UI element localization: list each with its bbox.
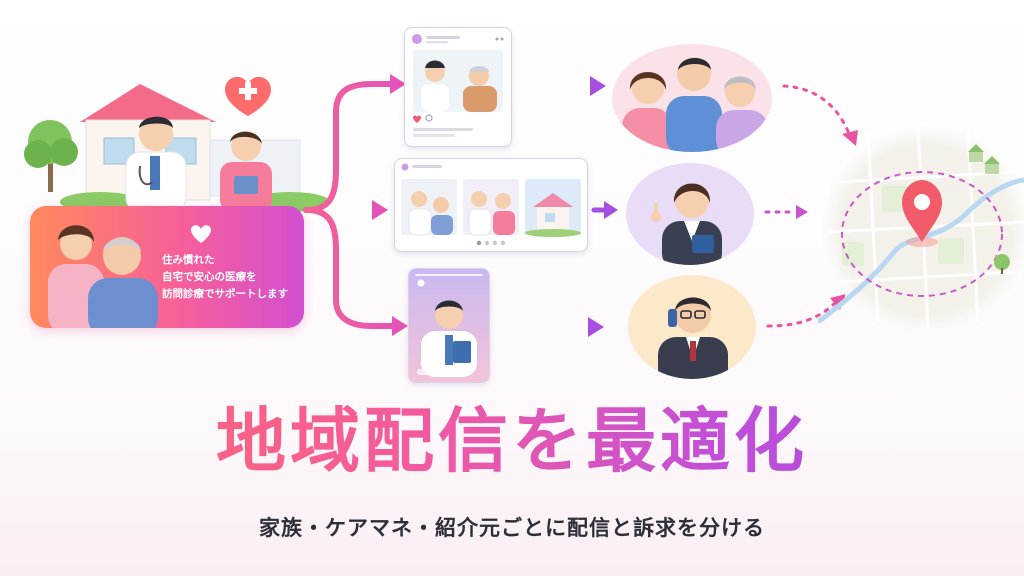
social-post-card [404,27,512,147]
family-illustration [48,225,158,328]
social-post-content [412,34,504,137]
dotted-arrowhead-middle [796,205,808,219]
story-card [408,268,490,383]
referrer-illustration [658,297,728,379]
banner-line-2: 自宅で安心の医療を [162,271,257,283]
branch-arrow-top [303,81,395,213]
clinic-banner: 住み慣れた 自宅で安心の医療を 訪問診療でサポートします [30,206,304,328]
map-houses [968,144,1010,274]
persona-family [612,44,772,152]
map-pin-icon [902,180,942,247]
arrowhead-middle [372,200,388,220]
heart-cross-icon [225,76,271,116]
arrowhead-card3 [588,317,604,337]
persona-care-manager [626,163,754,265]
arrowhead-top [390,74,406,94]
banner-line-1: 住み慣れた [162,254,215,266]
doctor-figure [125,116,187,212]
coverage-area [841,171,1003,297]
dotted-arrow-top [782,84,852,138]
dotted-arrowhead-top [842,130,858,146]
banner-line-3: 訪問診療でサポートします [162,288,288,300]
area-map [818,126,1024,332]
tree-left [24,120,78,192]
carousel-dots-icon [476,240,506,246]
carousel-card [394,158,588,252]
persona-referrer [628,275,756,379]
heart-icon [191,225,211,243]
branch-arrow-bottom [303,207,397,329]
arrowhead-bottom [392,316,408,336]
arrowhead-card1 [590,76,606,96]
nurse-figure [220,131,272,212]
arrowhead-card2 [604,201,618,219]
story-content [415,274,483,377]
dotted-arrow-bottom [766,300,838,328]
family-group-illustration [622,57,768,152]
subtitle: 家族・ケアマネ・紹介元ごとに配信と訴求を分ける [259,516,765,540]
dotted-arrowhead-bottom [830,294,846,310]
main-title: 地域配信を最適化 [0,398,1024,484]
like-heart-icon [413,115,421,123]
banner-text: 住み慣れた 自宅で安心の医療を 訪問診療でサポートします [162,252,302,303]
carousel-content [401,163,581,246]
care-manager-illustration [651,183,722,265]
